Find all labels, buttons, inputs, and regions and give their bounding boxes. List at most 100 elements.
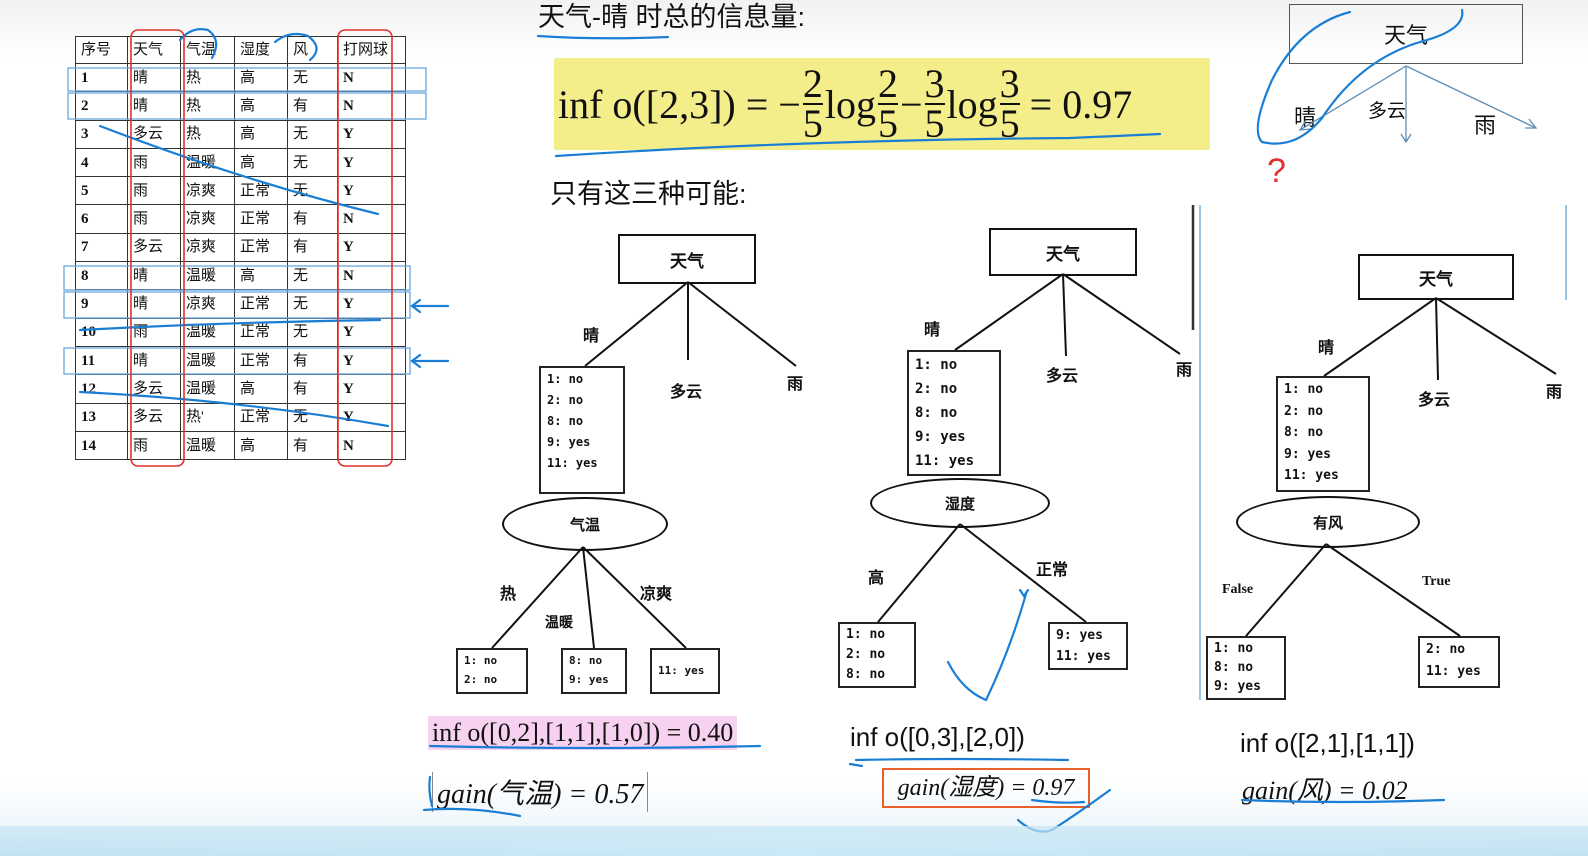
cell-index: 12 (75, 374, 128, 404)
cell-humidity: 高 (234, 430, 288, 461)
cell-play-tennis: N (337, 62, 406, 93)
entropy-heading: 天气-晴 时总的信息量: (538, 2, 805, 32)
fraction-denominator: 5 (877, 101, 898, 146)
cell-humidity: 正常 (234, 232, 288, 263)
cell-wind: 无 (287, 317, 338, 347)
cell-weather: 多云 (127, 119, 181, 149)
cell-wind: 有 (287, 430, 338, 461)
cell-temperature: 热 (180, 119, 235, 149)
tree3-leaf: 1: no 2: no 8: no 9: yes 11: yes (1276, 376, 1370, 492)
cell-play-tennis: N (337, 91, 406, 121)
cell-index: 2 (75, 91, 128, 121)
leaf-entry: 1: no (1284, 382, 1324, 397)
col-header-weather: 天气 (127, 36, 181, 64)
formula-lhs: inf o([2,3]) = − (558, 81, 801, 127)
cell-temperature: 热 (180, 91, 235, 121)
cell-play-tennis: N (337, 204, 406, 234)
cell-weather: 晴 (127, 261, 181, 291)
tree1-branch-sunny: 晴 (583, 328, 600, 345)
cell-temperature: 凉爽 (180, 289, 235, 319)
leaf-entry: 9: yes (569, 673, 609, 686)
leaf-entry: 2: no (846, 647, 886, 662)
cell-wind: 无 (287, 119, 338, 149)
cell-weather: 晴 (127, 345, 181, 376)
cell-humidity: 高 (234, 62, 288, 93)
cell-index: 3 (75, 119, 128, 149)
tree1-branch-cloudy: 多云 (670, 384, 703, 401)
col-header-play-tennis: 打网球 (337, 36, 406, 64)
leaf-entry: 11: yes (1426, 664, 1481, 679)
cell-play-tennis: Y (337, 374, 406, 404)
cell-temperature: 温暖 (180, 147, 235, 178)
leaf-entry: 8: no (569, 654, 603, 667)
col-header-humidity: 湿度 (234, 36, 288, 64)
cell-humidity: 正常 (234, 345, 288, 376)
tree2-root: 天气 (989, 228, 1137, 276)
leaf-entry: 9: yes (1284, 446, 1331, 462)
cell-index: 14 (75, 430, 128, 461)
fraction-denominator: 5 (924, 101, 945, 146)
cell-index: 8 (75, 261, 128, 291)
tree2-split-high: 高 (868, 570, 885, 587)
fraction-numerator: 3 (999, 61, 1020, 106)
col-header-wind: 风 (287, 36, 338, 64)
fraction: 2 5 (802, 64, 823, 146)
cell-wind: 有 (287, 204, 338, 234)
leaf-entry: 2: no (547, 393, 584, 407)
cell-play-tennis: Y (337, 317, 406, 347)
cell-wind: 无 (287, 402, 338, 432)
minus-sign: − (899, 81, 923, 127)
col-header-temperature: 气温 (180, 36, 235, 64)
tree2-subleaf-high: 1: no 2: no 8: no (838, 622, 916, 688)
leaf-entry: 2: no (915, 381, 958, 397)
leaf-entry: 11: yes (547, 456, 598, 470)
fraction-denominator: 5 (802, 101, 823, 146)
cell-play-tennis: Y (337, 176, 406, 206)
tree3-split-wind: 有风 (1236, 496, 1420, 548)
cell-weather: 多云 (127, 402, 181, 432)
cell-temperature: 热 (180, 62, 235, 93)
leaf-entry: 9: yes (1214, 679, 1261, 694)
cell-index: 1 (75, 62, 128, 93)
cell-index: 9 (75, 289, 128, 319)
cell-temperature: 温暖 (180, 374, 235, 404)
cell-humidity: 正常 (234, 204, 288, 234)
cell-weather: 雨 (127, 147, 181, 178)
cell-temperature: 凉爽 (180, 232, 235, 263)
leaf-entry: 1: no (846, 627, 886, 642)
cell-index: 13 (75, 402, 128, 432)
cell-weather: 晴 (127, 289, 181, 319)
tree2-split-normal: 正常 (1036, 562, 1069, 579)
cell-wind: 无 (287, 289, 338, 319)
cell-wind: 无 (287, 176, 338, 206)
cell-weather: 多云 (127, 232, 181, 263)
cell-play-tennis: Y (337, 119, 406, 149)
cell-wind: 有 (287, 91, 338, 121)
fraction: 2 5 (877, 64, 898, 146)
cell-weather: 雨 (127, 317, 181, 347)
tree2-info: inf o([0,3],[2,0]) (850, 722, 1025, 752)
cell-temperature: 凉爽 (180, 176, 235, 206)
tree2-leaf: 1: no 2: no 8: no 9: yes 11: yes (907, 350, 1001, 476)
tree3-subleaf-true: 2: no 11: yes (1418, 636, 1500, 688)
cell-temperature: 温暖 (180, 345, 235, 376)
tree1-subleaf-cool: 11: yes (650, 648, 720, 694)
leaf-entry: 2: no (464, 673, 498, 686)
bottom-decorative-wave (0, 826, 1588, 856)
cell-play-tennis: Y (337, 289, 406, 319)
tree3-branch-sunny: 晴 (1318, 340, 1335, 357)
leaf-entry: 8: no (915, 405, 958, 421)
leaf-entry: 8: no (1284, 425, 1324, 440)
leaf-entry: 2: no (1426, 642, 1466, 657)
mini-branch-cloudy: 多云 (1368, 101, 1407, 122)
leaf-entry: 1: no (547, 372, 584, 386)
cell-humidity: 高 (234, 119, 288, 149)
